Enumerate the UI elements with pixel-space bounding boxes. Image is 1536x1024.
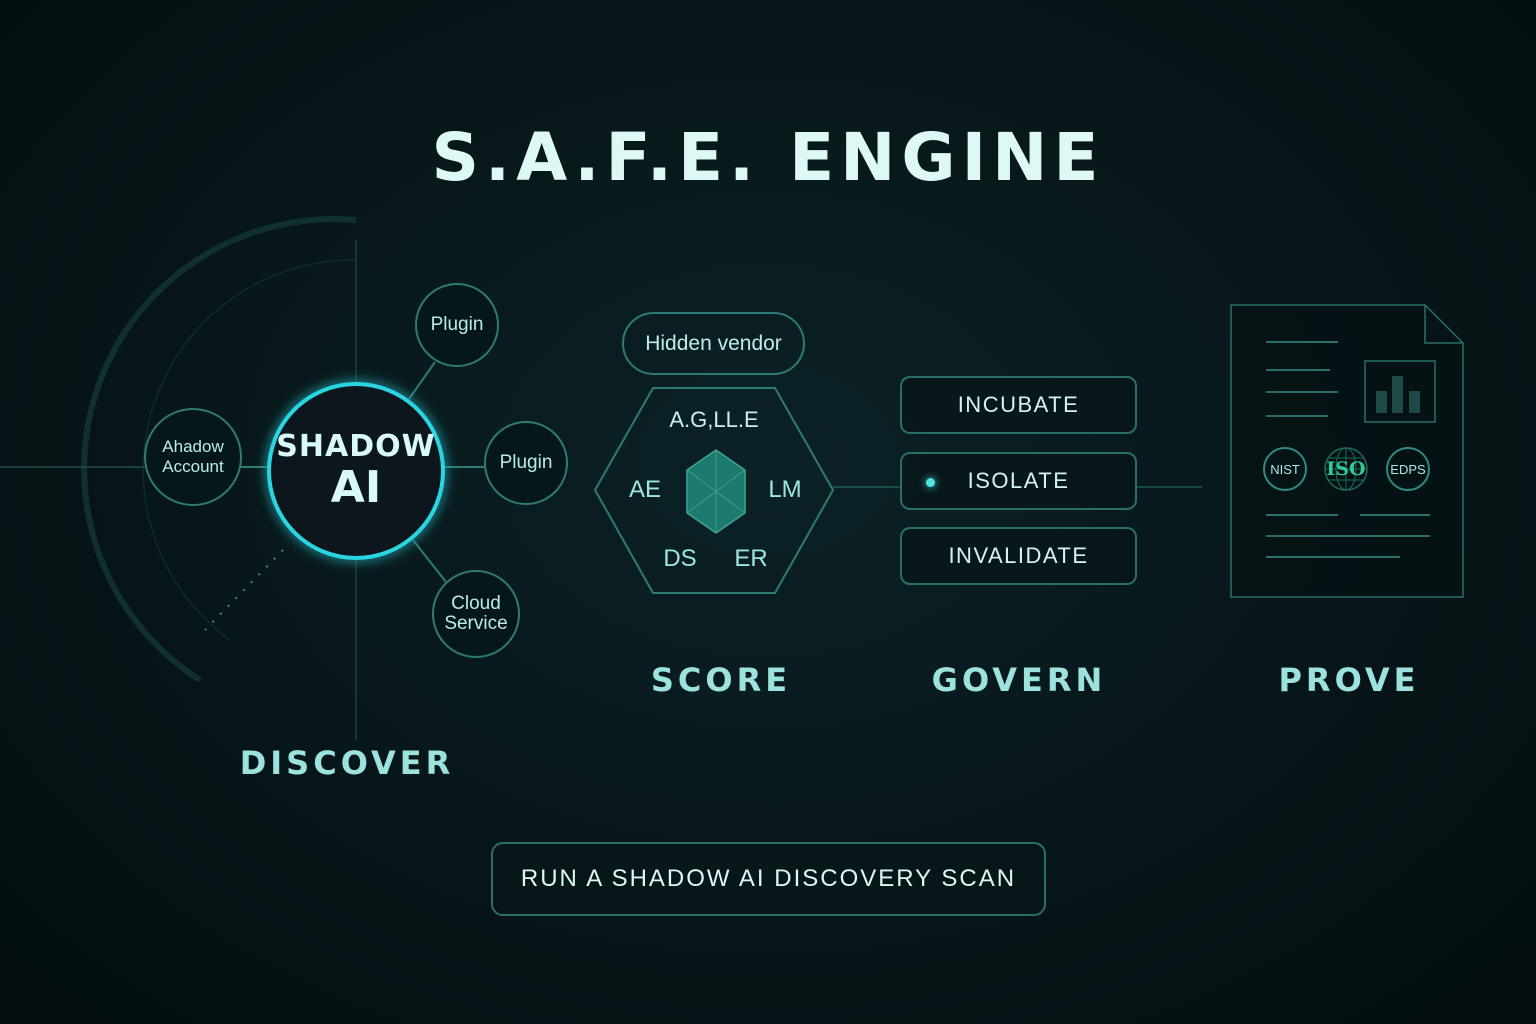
hex-label-ds: DS xyxy=(663,545,697,572)
node-shadow-account xyxy=(144,408,242,506)
nist-label: NIST xyxy=(1270,461,1300,477)
hex-label-lm: LM xyxy=(768,476,802,503)
incubate-button[interactable]: INCUBATE xyxy=(900,376,1137,434)
node-cloud-service xyxy=(432,570,520,658)
iso-label: ISO xyxy=(1326,458,1366,480)
isolate-label: ISOLATE xyxy=(967,468,1070,493)
stage-label-score: SCORE xyxy=(650,661,792,699)
edps-seal-icon xyxy=(1386,447,1430,491)
hidden-vendor-pill: Hidden vendor xyxy=(622,312,805,375)
node-plugin-2 xyxy=(484,421,568,505)
node-plugin-1-label: Plugin xyxy=(430,314,484,335)
radar-arc xyxy=(81,216,357,683)
core-line1: SHADOW xyxy=(276,429,436,464)
run-discovery-scan-button[interactable]: RUN A SHADOW AI DISCOVERY SCAN xyxy=(491,842,1046,916)
core-line2: AI xyxy=(330,462,382,513)
report-document-icon xyxy=(1230,304,1464,598)
hex-label-top: A.G,LL.E xyxy=(669,407,759,432)
bar-chart-icon xyxy=(1364,360,1436,423)
node-shadow-account-label: Ahadow Account xyxy=(162,437,224,476)
stage-label-prove: PROVE xyxy=(1278,661,1420,699)
active-indicator-dot xyxy=(926,478,935,487)
node-plugin-1 xyxy=(415,283,499,367)
isolate-button[interactable]: ISOLATE xyxy=(900,452,1137,510)
invalidate-button[interactable]: INVALIDATE xyxy=(900,527,1137,585)
stage-label-discover: DISCOVER xyxy=(239,744,455,782)
stage-label-govern: GOVERN xyxy=(931,661,1107,699)
node-cloud-service-label: Cloud Service xyxy=(444,593,508,634)
hex-label-ae: AE xyxy=(628,476,661,503)
shadow-ai-core: SHADOW AI xyxy=(270,384,442,558)
page-title: S.A.F.E. ENGINE xyxy=(431,119,1105,196)
score-hexagon xyxy=(593,387,835,594)
edps-label: EDPS xyxy=(1390,461,1426,477)
shadow-ai-core-circle xyxy=(267,382,445,560)
hex-label-er: ER xyxy=(734,545,768,572)
radar-dots xyxy=(204,549,284,631)
nist-seal-icon xyxy=(1263,447,1307,491)
node-plugin-2-label: Plugin xyxy=(499,452,553,473)
radar-arc-inner xyxy=(142,259,357,641)
